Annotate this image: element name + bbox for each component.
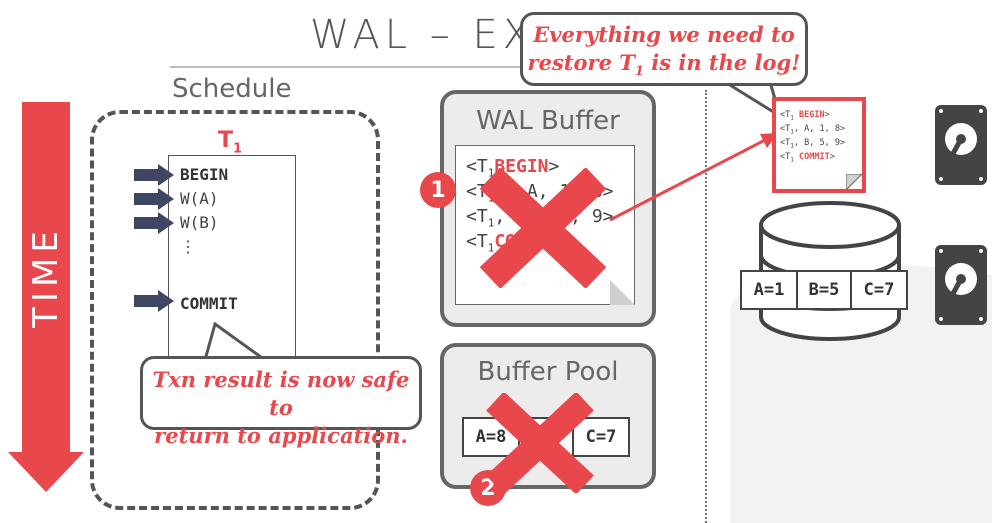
time-label-wrap: TIME xyxy=(22,102,70,452)
cross-wal-icon xyxy=(479,168,607,288)
db-cell-b: B=5 xyxy=(796,270,852,310)
callout-app-line1: Txn result is now safe to xyxy=(152,367,410,420)
slide-title: WAL – EX xyxy=(310,12,536,58)
op-write-b: W(B) xyxy=(180,213,219,232)
pool-cell-c: C=7 xyxy=(572,417,630,457)
disk-log-line-write-b: <T1, B, 5, 9> xyxy=(780,138,846,150)
buffer-pool-title: Buffer Pool xyxy=(477,357,619,387)
txn-box xyxy=(168,155,296,365)
arrow-write-b-icon xyxy=(134,212,174,234)
disk-log-line-write-a: <T1, A, 1, 8> xyxy=(780,124,846,136)
wal-line-write-b: <T1, B, 5, 9> xyxy=(466,206,614,230)
callout-log-complete: Everything we need to restore T1 is in t… xyxy=(520,12,808,86)
callout-app-safe: Txn result is now safe to return to appl… xyxy=(140,356,422,448)
callout-log-line1: Everything we need to xyxy=(533,22,795,47)
wal-line-begin: <T1BEGIN> xyxy=(466,156,560,180)
disk-log-line-begin: <T1 BEGIN> xyxy=(780,110,830,122)
time-label: TIME xyxy=(26,226,66,328)
schedule-box xyxy=(90,110,380,510)
db-cell-a: A=1 xyxy=(740,270,798,310)
wal-buffer-title: WAL Buffer xyxy=(476,106,620,136)
arrow-commit-icon xyxy=(134,290,174,312)
arrow-write-a-icon xyxy=(134,188,174,210)
memory-disk-divider xyxy=(705,90,707,523)
arrow-begin-icon xyxy=(134,164,174,186)
op-write-a: W(A) xyxy=(180,189,219,208)
time-arrow-shaft xyxy=(22,102,70,452)
op-ellipsis: ⋮ xyxy=(180,237,196,256)
op-begin: BEGIN xyxy=(180,165,229,184)
step-badge-1: 1 xyxy=(420,172,456,208)
disk-log-fold-icon xyxy=(846,174,863,191)
op-commit: COMMIT xyxy=(180,294,238,313)
cross-pool-icon xyxy=(486,393,594,493)
txn-subscript: 1 xyxy=(233,141,243,157)
title-rule xyxy=(170,66,530,68)
txn-title: T1 xyxy=(218,128,242,156)
time-arrow-head xyxy=(8,452,84,492)
hard-disk-log-icon xyxy=(935,105,987,185)
callout-app-line2: return to application. xyxy=(154,423,408,448)
schedule-label: Schedule xyxy=(172,74,292,104)
txn-name: T xyxy=(218,128,234,153)
callout-log-line2: restore T1 is in the log! xyxy=(527,50,801,80)
hard-disk-db-icon xyxy=(935,245,987,325)
wal-log-page-fold xyxy=(610,280,635,305)
disk-log-line-commit: <T1 COMMIT> xyxy=(780,152,835,164)
db-cell-c: C=7 xyxy=(850,270,908,310)
